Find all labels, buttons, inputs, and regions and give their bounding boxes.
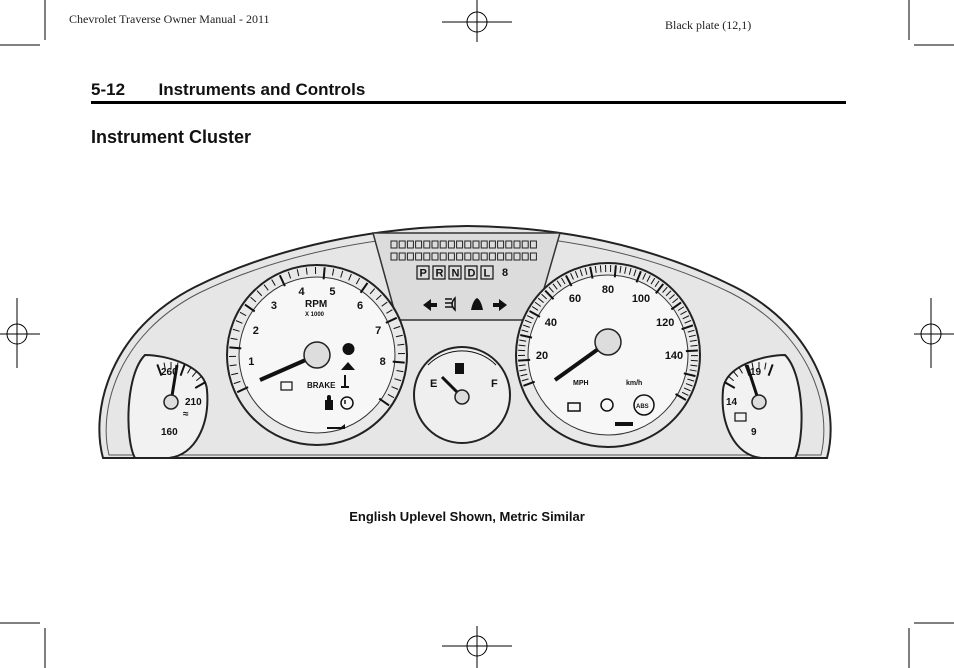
rpm-label: RPM [305,299,327,310]
prndl-letter: D [468,268,476,280]
gear-digit: 8 [502,267,508,279]
registration-mark-left [0,298,40,368]
volt-tick-9: 9 [751,427,757,438]
dot-matrix-display [390,240,537,261]
speed-tick-140: 140 [665,350,683,362]
volt-tick-14: 14 [726,397,738,408]
tachometer-scale [229,267,405,407]
temp-tick-160: 160 [161,427,178,438]
speedometer-scale [517,265,699,401]
speed-tick-20: 20 [536,350,548,362]
section-title: Instruments and Controls [158,80,366,99]
figure-caption: English Uplevel Shown, Metric Similar [349,509,585,524]
registration-mark-bottom [442,626,512,668]
prndl-box [480,265,494,280]
security-icon [325,395,333,410]
tire-pressure-icon [340,396,354,410]
headlamp-icon [445,296,456,312]
prndl-letter: N [452,268,460,280]
seatbelt-icon [471,298,483,310]
fuel-pump-icon [455,363,464,374]
battery-icon [280,381,293,391]
running-header-title: Chevrolet Traverse Owner Manual - 2011 [69,12,270,26]
prndl-box [464,265,478,280]
voltmeter-gauge: 19 14 9 [721,353,803,459]
registration-mark-top [442,0,512,42]
prndl-box [448,265,462,280]
traction-control-icon [615,422,633,426]
tach-tick-2: 2 [253,325,259,337]
turn-left-arrow-icon [423,299,437,311]
tach-tick-3: 3 [271,300,277,312]
voltage-battery-icon [734,412,747,422]
kmh-label: km/h [626,380,642,387]
volt-tick-19: 19 [750,367,762,378]
temperature-gauge: 260 210 160 ≈ [127,353,209,459]
speed-tick-120: 120 [656,317,674,329]
turn-right-arrow-icon [493,299,507,311]
speed-tick-60: 60 [569,293,581,305]
prndl-letter: P [420,268,427,280]
speed-tick-100: 100 [632,293,650,305]
running-header-plate: Black plate (12,1) [665,18,752,32]
indicator-row [423,296,507,312]
section-heading: 5-12 Instruments and Controls [91,80,365,100]
rpm-multiplier: X 1000 [305,312,325,318]
speed-tick-80: 80 [602,284,614,296]
prndl-box [432,265,446,280]
prndl-letter: L [484,268,491,280]
speed-tick-40: 40 [545,317,557,329]
section-rule [91,101,846,104]
fuel-empty-label: E [430,378,437,390]
tach-tick-6: 6 [357,300,363,312]
brake-label: BRAKE [307,381,336,390]
mph-label: MPH [573,380,589,387]
prndl-box [416,265,430,280]
tach-tick-5: 5 [329,286,335,298]
tach-tick-7: 7 [375,325,381,337]
temp-tick-210: 210 [185,397,202,408]
tachometer: 1 2 3 4 5 6 7 8 RPM X 1000 BRAKE [226,264,408,446]
cruise-control-icon [600,398,614,412]
prndl-letter: R [436,268,444,280]
page-number: 5-12 [91,80,126,99]
tach-tick-4: 4 [298,286,305,298]
fuel-full-label: F [491,378,498,390]
speedometer: 20 40 60 80 100 120 140 MPH km/h ABS [515,262,701,448]
tach-tick-1: 1 [248,356,254,368]
subsection-title: Instrument Cluster [91,127,252,147]
airbag-icon [341,343,355,370]
registration-mark-right [914,298,954,368]
coolant-icon: ≈ [183,409,189,420]
tach-tick-8: 8 [380,356,386,368]
abs-label: ABS [636,404,649,410]
temp-tick-260: 260 [161,367,178,378]
coolant-temp-warning-icon [341,375,349,388]
oil-pressure-icon [327,424,345,429]
check-engine-icon [567,402,581,412]
abs-warning-icon [633,394,655,416]
fuel-gauge: E F [413,346,511,444]
